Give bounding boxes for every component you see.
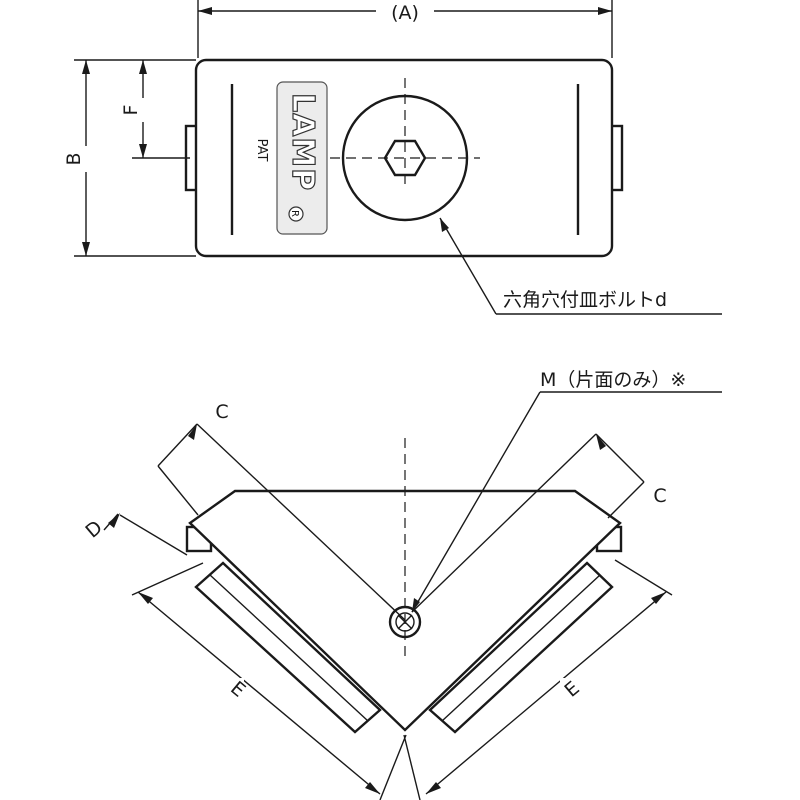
registered-icon [288, 206, 304, 222]
dimension-e-right: E [403, 559, 673, 800]
dimension-b: B [63, 59, 196, 257]
logo-plate [276, 81, 328, 235]
front-view [185, 438, 623, 734]
bolt-callout-label: 六角穴付皿ボルトd [503, 289, 667, 311]
dimension-a: (A) [197, 0, 613, 58]
v-block-body [188, 489, 622, 732]
thread-callout: M（片面のみ）※ [411, 369, 722, 613]
dimension-e-left: E [131, 562, 407, 800]
right-rail-edge [441, 574, 601, 722]
hex-socket-icon [383, 139, 427, 177]
dimension-c-left: C [157, 401, 406, 621]
dimension-f: F [120, 60, 190, 159]
dimension-d: D [81, 513, 188, 556]
bolt-callout: 六角穴付皿ボルトd [439, 217, 722, 315]
dimension-c-left-label: C [215, 401, 228, 423]
dimension-f-label: F [120, 105, 142, 116]
pat-mark: PAT [254, 139, 269, 162]
dimension-c-right: C [411, 433, 667, 613]
dimension-d-label: D [81, 516, 106, 542]
top-view: PAT LAMP R [184, 58, 624, 258]
registered-mark: R [289, 210, 300, 217]
dimension-a-label: (A) [391, 2, 419, 24]
dimension-c-right-label: C [653, 485, 666, 507]
logo-text: LAMP [285, 93, 320, 191]
thread-callout-label: M（片面のみ）※ [540, 369, 686, 391]
left-rail-edge [209, 574, 369, 722]
dimension-b-label: B [63, 152, 85, 165]
